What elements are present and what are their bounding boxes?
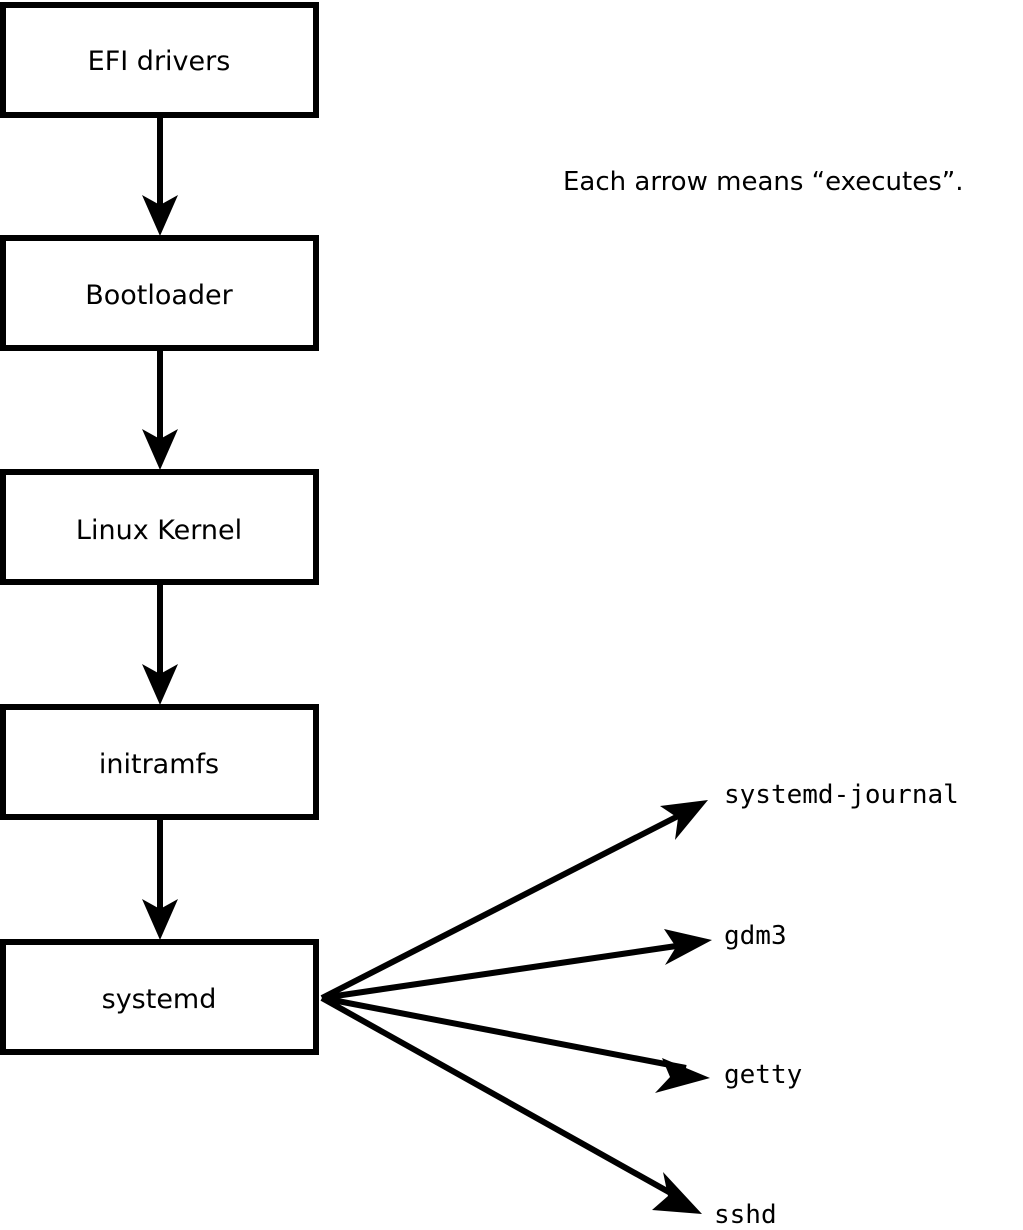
stage-box-rect <box>0 704 319 820</box>
arrow-systemd-to-getty <box>321 995 710 1093</box>
stage-systemd[interactable]: systemd <box>0 939 319 1055</box>
stage-efi-drivers[interactable]: EFI drivers <box>0 2 319 118</box>
service-label-sshd[interactable]: sshd <box>714 1200 777 1230</box>
arrow-bootloader-to-kernel <box>142 348 178 470</box>
arrow-head-icon <box>142 664 178 705</box>
stage-box-rect <box>0 939 319 1055</box>
stage-label: EFI drivers <box>88 46 231 77</box>
arrow-head-icon <box>660 800 708 840</box>
stage-label: initramfs <box>99 749 219 780</box>
arrow-head-icon <box>142 899 178 940</box>
service-label-getty[interactable]: getty <box>724 1060 802 1090</box>
arrow-systemd-to-sshd <box>320 995 702 1214</box>
arrow-systemd-to-systemd-journal <box>320 800 708 1001</box>
stage-label: Bootloader <box>85 280 233 311</box>
stage-box-rect <box>0 2 319 118</box>
arrow-head-icon <box>655 1058 710 1093</box>
legend-caption: Each arrow means “executes”. <box>563 167 964 197</box>
stage-initramfs[interactable]: initramfs <box>0 704 319 820</box>
stage-label: Linux Kernel <box>76 515 242 546</box>
service-label-gdm3[interactable]: gdm3 <box>724 921 787 951</box>
arrow-systemd-to-gdm3 <box>321 929 712 1001</box>
arrow-head-icon <box>142 429 178 470</box>
arrow-initramfs-to-systemd <box>142 817 178 940</box>
arrow-head-icon <box>664 929 712 965</box>
stage-linux-kernel[interactable]: Linux Kernel <box>0 469 319 585</box>
arrow-head-icon <box>142 195 178 236</box>
stage-label: systemd <box>102 984 217 1015</box>
arrow-kernel-to-initramfs <box>142 582 178 705</box>
service-label-systemd-journal[interactable]: systemd-journal <box>724 780 959 810</box>
arrow-head-icon <box>652 1172 702 1214</box>
arrow-efi-to-bootloader <box>142 115 178 236</box>
stage-bootloader[interactable]: Bootloader <box>0 235 319 351</box>
